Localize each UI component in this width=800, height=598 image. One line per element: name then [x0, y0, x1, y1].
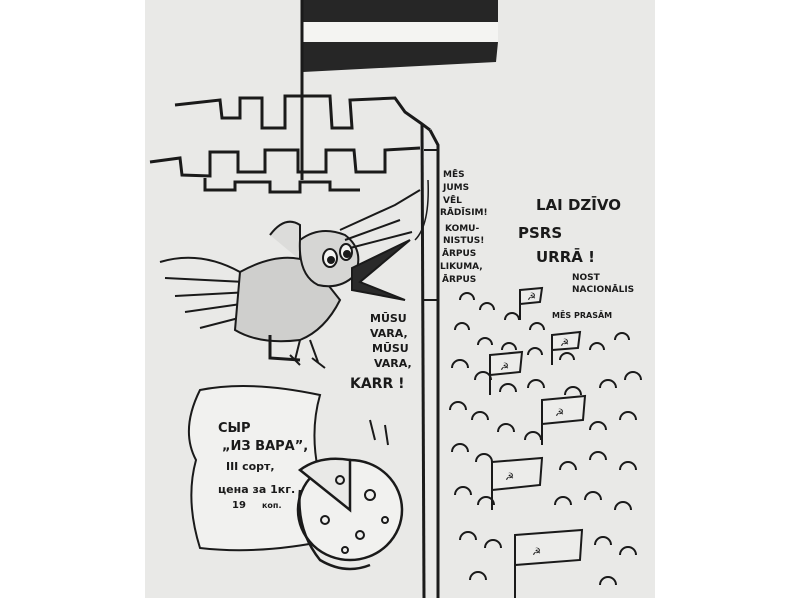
motion-lines — [369, 419, 389, 446]
crowd-cheer-line-3: URRĀ ! — [536, 246, 595, 266]
latvian-flag — [303, 0, 498, 72]
crowd-cheer-line-1: LAI DZĪVO — [536, 194, 621, 214]
crow-caw-line-1: MŪSU — [370, 312, 407, 325]
svg-text:☭: ☭ — [532, 547, 541, 558]
soviet-flags: ☭ ☭ ☭ ☭ ☭ ☭ — [489, 286, 587, 598]
svg-text:☭: ☭ — [555, 408, 564, 419]
crow-caw-line-3: MŪSU — [372, 342, 409, 355]
crowd-remark-line-1: NOST — [572, 273, 601, 283]
crow-speech-line-7: ĀRPUS — [442, 248, 476, 259]
crow-speech-line-9: ĀRPUS — [442, 274, 476, 285]
svg-text:☭: ☭ — [505, 472, 514, 483]
cheese-label-line-1: СЫР — [218, 421, 251, 436]
crow-speech-line-6: NISTUS! — [443, 236, 484, 246]
crow-speech-line-5: KOMU- — [445, 224, 479, 234]
crow-caw-line-4: VARA, — [374, 357, 412, 370]
crow-speech-line-8: LIKUMA, — [440, 262, 483, 272]
crow-caw-line-2: VARA, — [370, 327, 408, 340]
cheese-label-line-5: 19 — [232, 500, 246, 511]
speech-line — [414, 179, 429, 241]
crow-speech-line-1: MĒS — [443, 169, 465, 180]
svg-text:☭: ☭ — [527, 292, 536, 303]
crowd-remark-line-2: NACIONĀLIS — [572, 284, 634, 295]
svg-text:☭: ☭ — [560, 338, 569, 349]
cartoon-paper: MĒS JUMS VĒL RĀDĪSIM! KOMU- NISTUS! ĀRPU… — [145, 0, 655, 598]
crowd-small-text: MĒS PRASĀM — [552, 310, 612, 320]
crow-caw: MŪSU VARA, MŪSU VARA, KARR ! — [350, 312, 412, 392]
cheese-label-line-3: III сорт, — [226, 460, 275, 473]
castle-tower — [149, 94, 440, 598]
cheese-label-line-4: цена за 1кг. — [218, 483, 295, 496]
crowd — [449, 292, 642, 586]
cheese-wheel — [296, 457, 404, 571]
crow-speech-line-2: JUMS — [442, 183, 469, 193]
crowd-remark: NOST NACIONĀLIS MĒS PRASĀM — [552, 273, 634, 320]
crow-speech-line-3: VĒL — [443, 195, 462, 206]
crowd-cheer: LAI DZĪVO PSRS URRĀ ! — [518, 194, 621, 266]
crow-speech-line-4: RĀDĪSIM! — [440, 207, 488, 218]
crow-speech: MĒS JUMS VĒL RĀDĪSIM! KOMU- NISTUS! ĀRPU… — [440, 169, 488, 285]
crowd-cheer-line-2: PSRS — [518, 224, 562, 242]
cartoon-drawing: MĒS JUMS VĒL RĀDĪSIM! KOMU- NISTUS! ĀRPU… — [149, 0, 642, 598]
cheese-label-line-2: „ИЗ ВАРА”, — [222, 439, 308, 454]
crow — [159, 189, 421, 369]
cheese-label-line-6: коп. — [262, 501, 282, 510]
svg-text:☭: ☭ — [500, 362, 509, 373]
cheese-label: СЫР „ИЗ ВАРА”, III сорт, цена за 1кг. 19… — [218, 421, 308, 511]
crow-caw-line-5: KARR ! — [350, 376, 405, 392]
